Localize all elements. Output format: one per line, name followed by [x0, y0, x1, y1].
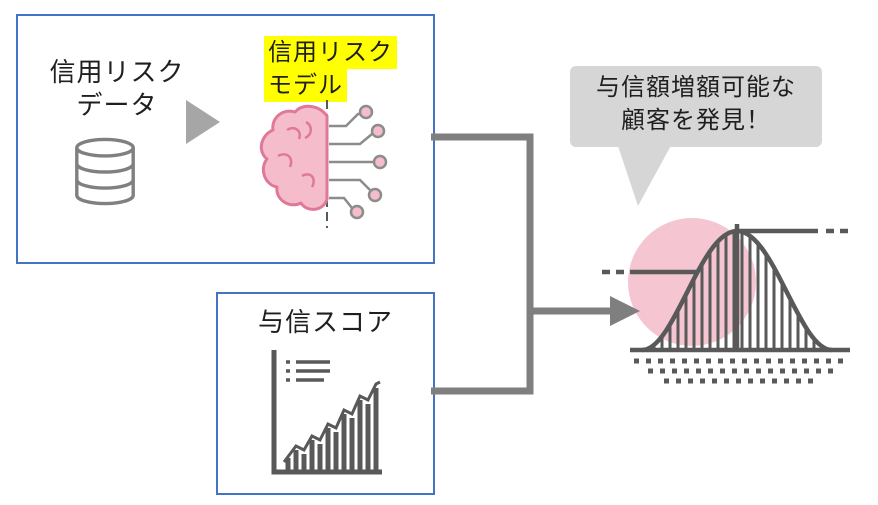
chart-bars: [285, 388, 379, 472]
callout-bubble: 与信額増額可能な 顧客を発見！: [570, 66, 822, 147]
credit-model-label: 信用リスク モデル: [264, 36, 397, 102]
normal-distribution-icon: [602, 218, 850, 384]
flow-arrow-icon: [186, 100, 220, 144]
credit-model-label-line1: 信用リスク: [264, 36, 397, 69]
connector-path: [431, 133, 534, 395]
brain-half: [259, 104, 329, 211]
chart-trend-line: [282, 380, 381, 463]
circuit-lines: [329, 112, 373, 209]
database-icon: [75, 137, 135, 206]
callout-line1: 与信額増額可能な: [596, 74, 796, 101]
callout-line2: 顧客を発見！: [621, 107, 771, 134]
credit-score-panel: 与信スコア: [216, 292, 435, 495]
credit-data-label: 信用リスク データ: [20, 56, 214, 122]
credit-score-label: 与信スコア: [257, 307, 393, 337]
list-lines: [286, 360, 330, 382]
callout-tail: [616, 140, 674, 206]
ai-brain-icon: [259, 100, 388, 228]
growth-chart-icon: [271, 350, 382, 475]
credit-data-label-line1: 信用リスク: [49, 57, 185, 87]
credit-risk-model-panel: 信用リスク データ 信用リスク モデル: [16, 14, 435, 264]
circuit-nodes: [349, 104, 388, 220]
credit-model-label-line2: モデル: [264, 69, 347, 102]
credit-data-label-line2: データ: [76, 90, 158, 120]
dot-rows: [634, 358, 846, 384]
brain-folds: [277, 120, 315, 188]
